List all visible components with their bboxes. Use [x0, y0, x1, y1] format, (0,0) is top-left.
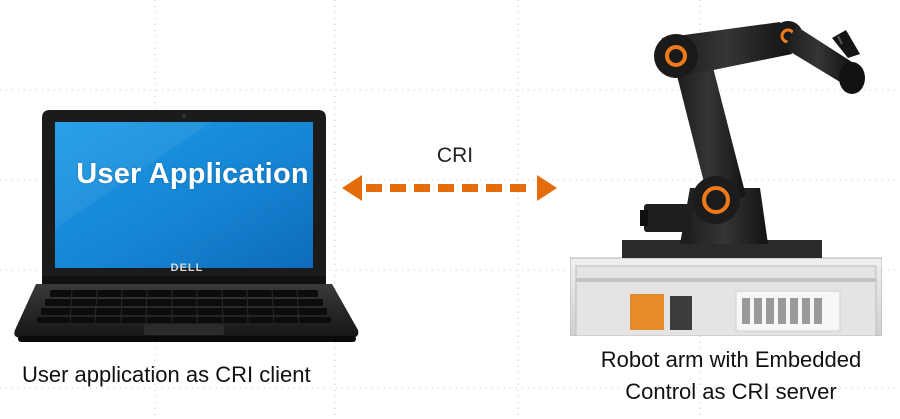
robot-caption-line-2: Control as CRI server — [625, 379, 837, 404]
laptop-screen-text: User Application — [76, 158, 309, 190]
arrow-head-left — [342, 175, 362, 201]
cri-label: CRI — [436, 144, 474, 167]
robot-caption-line-1: Robot arm with Embedded — [600, 347, 862, 372]
arrow-head-right — [537, 175, 557, 201]
robot-caption: Robot arm with Embedded Control as CRI s… — [568, 344, 894, 408]
laptop-illustration — [14, 110, 359, 342]
dell-logo: DELL — [170, 262, 204, 274]
cri-bidirectional-arrow — [342, 175, 557, 201]
robot-arm-illustration — [570, 21, 882, 336]
laptop-caption: User application as CRI client — [22, 362, 311, 387]
